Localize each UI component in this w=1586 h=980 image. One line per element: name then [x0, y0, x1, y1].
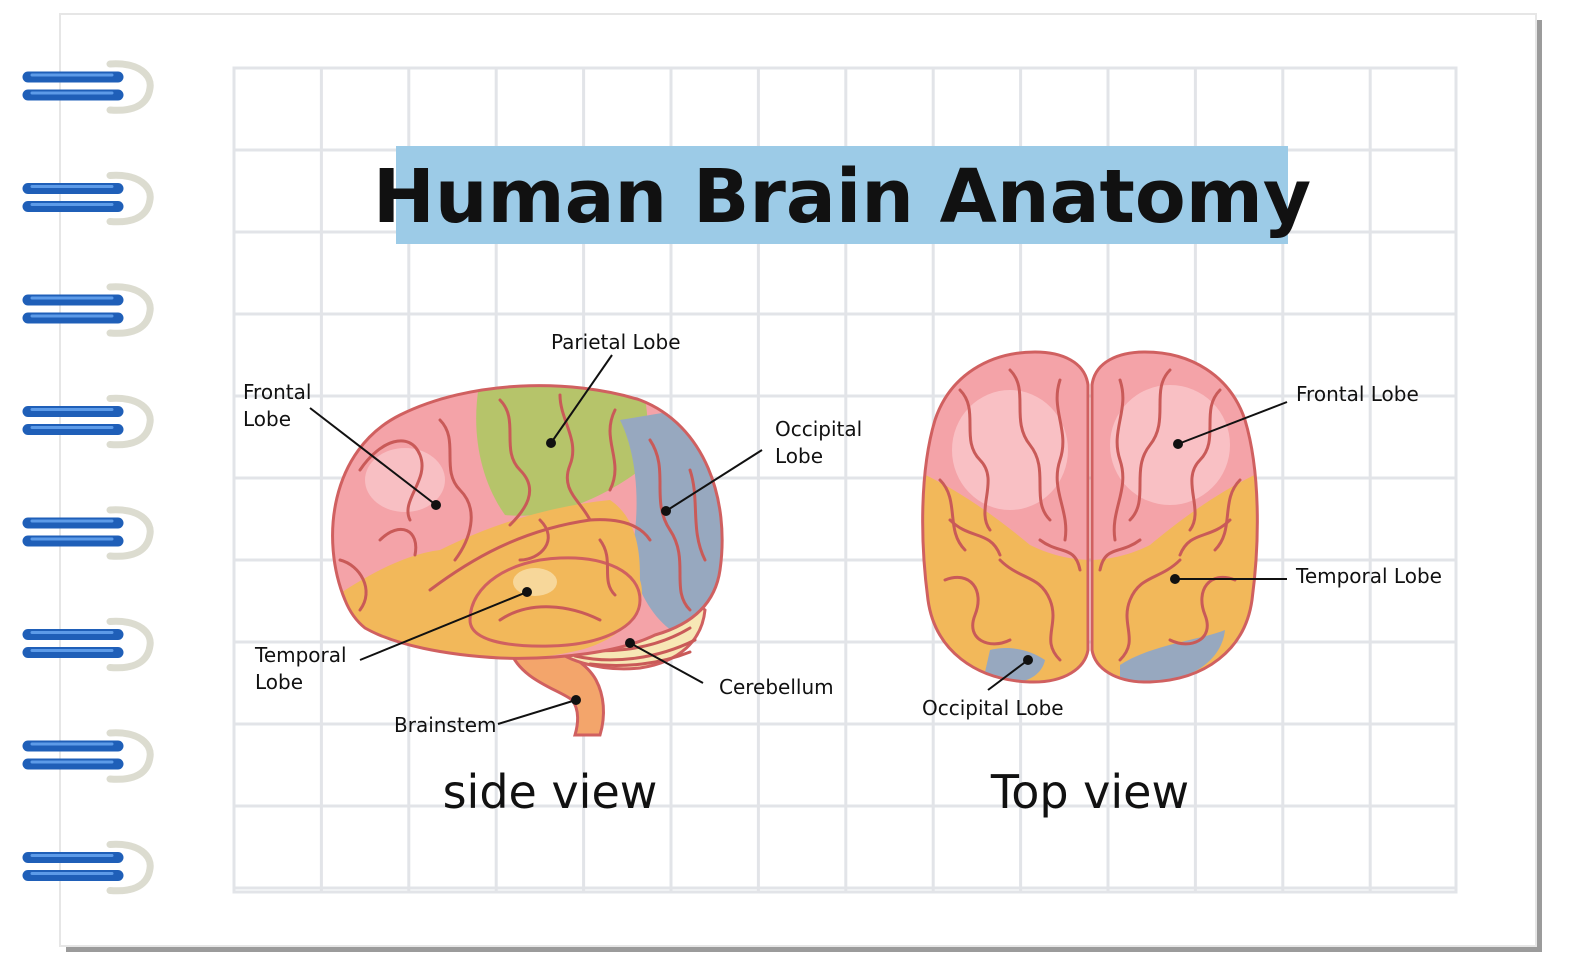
- temporal-lobe-shape: [468, 556, 642, 648]
- top-occipital-dot: [1023, 655, 1033, 665]
- top-view-brain: [921, 350, 1259, 684]
- label-occipital-line1: Occipital: [775, 417, 862, 441]
- cerebrum-outline: [331, 384, 724, 660]
- label-brainstem: Brainstem: [394, 713, 496, 737]
- brainstem-leader: [497, 699, 577, 725]
- spiral-binding: [22, 60, 154, 895]
- page-title: Human Brain Anatomy: [373, 154, 1311, 240]
- temporal-highlight: [513, 568, 557, 596]
- spiral-binding-icon: [22, 171, 154, 226]
- title-band: [396, 146, 1288, 244]
- top-temporal-dot: [1170, 574, 1180, 584]
- label-parietal: Parietal Lobe: [551, 330, 681, 354]
- top-view-leaders: [987, 401, 1288, 691]
- parietal-dot: [546, 438, 556, 448]
- parietal-leader: [550, 354, 613, 444]
- label-temporal-line2: Lobe: [255, 670, 303, 694]
- label-top-frontal: Frontal Lobe: [1296, 382, 1419, 406]
- label-frontal-line1: Frontal: [243, 380, 311, 404]
- title-banner: Human Brain Anatomy: [373, 146, 1311, 244]
- top-gyri: [938, 368, 1242, 662]
- temporal-leader: [359, 591, 528, 661]
- label-frontal-line2: Lobe: [243, 407, 291, 431]
- top-view-labels: Frontal Lobe Temporal Lobe Occipital Lob…: [922, 382, 1442, 819]
- occipital-leader: [665, 449, 763, 512]
- cerebellum-dot: [625, 638, 635, 648]
- left-hemisphere-outline: [921, 350, 1090, 684]
- right-occipital-region: [1120, 630, 1225, 683]
- label-cerebellum: Cerebellum: [719, 675, 834, 699]
- top-frontal-dot: [1173, 439, 1183, 449]
- caption-top-view: Top view: [990, 765, 1189, 819]
- spiral-binding-icon: [22, 506, 154, 560]
- spiral-binding-icon: [22, 729, 154, 783]
- label-temporal-line1: Temporal: [254, 643, 347, 667]
- top-frontal-leader: [1177, 401, 1288, 445]
- side-view-labels: Frontal Lobe Parietal Lobe Occipital Lob…: [243, 330, 862, 819]
- label-top-occipital: Occipital Lobe: [922, 696, 1064, 720]
- spiral-binding-icon: [22, 60, 154, 114]
- label-occipital-line2: Lobe: [775, 444, 823, 468]
- parietal-region: [476, 385, 648, 516]
- frontal-dot: [431, 500, 441, 510]
- brainstem-dot: [571, 695, 581, 705]
- spiral-binding-icon: [22, 617, 154, 672]
- spiral-binding-icon: [22, 283, 154, 337]
- side-view-leaders: [309, 354, 763, 725]
- top-occipital-leader: [987, 659, 1029, 691]
- cerebellum-leader: [629, 642, 704, 684]
- spiral-binding-icon: [22, 840, 154, 895]
- caption-side-view: side view: [443, 765, 658, 819]
- right-hemisphere-outline: [1090, 350, 1259, 684]
- label-top-temporal: Temporal Lobe: [1295, 564, 1442, 588]
- side-gyri: [338, 393, 707, 622]
- spiral-binding-icon: [22, 394, 154, 449]
- occipital-dot: [661, 506, 671, 516]
- temporal-dot: [522, 587, 532, 597]
- frontal-leader: [309, 407, 437, 506]
